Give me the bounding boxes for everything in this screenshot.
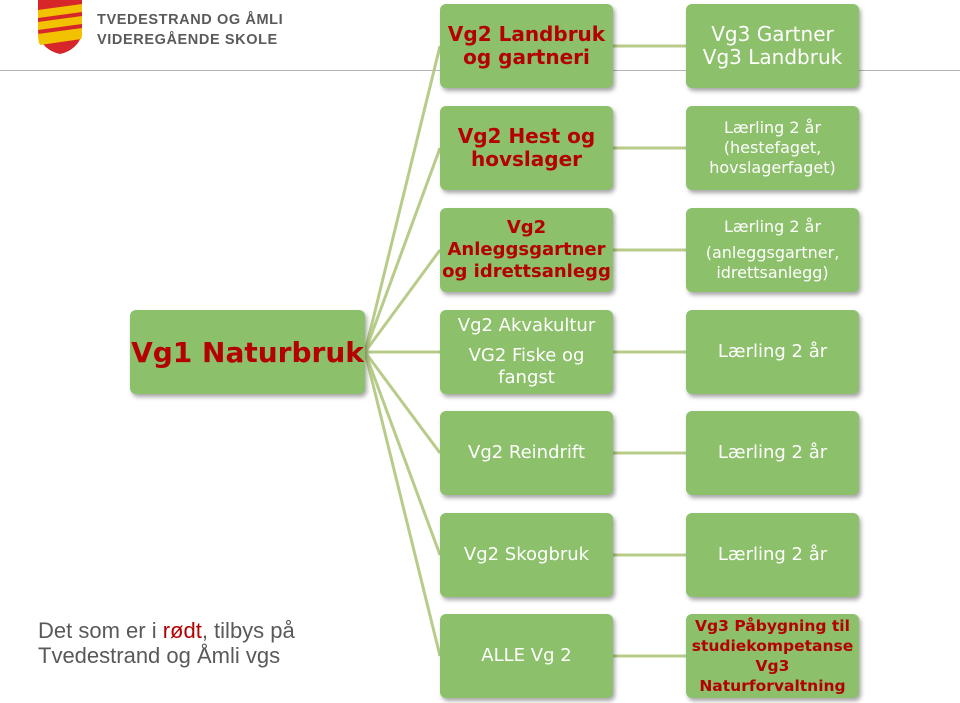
- vg2-landbruk-line2: og gartneri: [463, 45, 590, 69]
- vg3-hest-line2: (hestefaget,: [723, 138, 822, 157]
- vg2-hest-line2: hovslager: [470, 147, 582, 171]
- school-name: TVEDESTRAND OG ÅMLI VIDEREGÅENDE SKOLE: [97, 10, 283, 50]
- vg2-anlegg-box: Vg2 Anleggsgartner og idrettsanlegg: [440, 208, 613, 292]
- vg2-landbruk-box: Vg2 Landbruk og gartneri: [440, 4, 613, 88]
- school-name-line1: TVEDESTRAND OG ÅMLI: [97, 12, 284, 28]
- vg3-anlegg-box: Lærling 2 år (anleggsgartner, idrettsanl…: [686, 208, 859, 292]
- connector-vg1-alle: [363, 351, 442, 657]
- connector-vg1-landbruk: [363, 45, 442, 353]
- county-crest-icon: [38, 0, 82, 54]
- vg3-anlegg-line1: Lærling 2 år: [723, 217, 822, 236]
- vg2-anlegg-line3: og idrettsanlegg: [442, 261, 611, 282]
- vg3-anlegg-line2: (anleggsgartner,: [705, 243, 840, 262]
- vg3-pabygg-box: Vg3 Påbygning til studiekompetanse Vg3 N…: [686, 614, 859, 698]
- vg3-pabygg-line4: Naturforvaltning: [699, 677, 846, 695]
- vg2-akva-line3: fangst: [498, 367, 555, 388]
- header: TVEDESTRAND OG ÅMLI VIDEREGÅENDE SKOLE: [0, 0, 960, 72]
- vg2-alle-box: ALLE Vg 2: [440, 614, 613, 698]
- vg3-pabygg-line3: Vg3: [755, 657, 790, 675]
- school-name-line2: VIDEREGÅENDE SKOLE: [97, 32, 278, 48]
- legend-note-red-word: rødt: [162, 618, 202, 643]
- vg2-akva-box: Vg2 Akvakultur VG2 Fiske og fangst: [440, 310, 613, 394]
- vg1-naturbruk-label: Vg1 Naturbruk: [131, 335, 364, 369]
- vg3-anlegg-line3: idrettsanlegg): [716, 263, 829, 282]
- vg3-gartner-box: Vg3 Gartner Vg3 Landbruk: [686, 4, 859, 88]
- vg2-anlegg-line1: Vg2: [506, 217, 547, 238]
- vg3-skogbruk-box: Lærling 2 år: [686, 513, 859, 597]
- vg3-akva-label: Lærling 2 år: [717, 341, 828, 362]
- vg3-hest-box: Lærling 2 år (hestefaget, hovslagerfaget…: [686, 106, 859, 190]
- legend-note: Det som er i rødt, tilbys på Tvedestrand…: [38, 618, 295, 668]
- vg2-hest-box: Vg2 Hest og hovslager: [440, 106, 613, 190]
- vg2-akva-line2: VG2 Fiske og: [468, 345, 585, 366]
- vg3-pabygg-line2: studiekompetanse: [691, 637, 854, 655]
- vg2-reindrift-label: Vg2 Reindrift: [468, 442, 585, 463]
- vg2-skogbruk-label: Vg2 Skogbruk: [463, 544, 590, 565]
- vg2-reindrift-box: Vg2 Reindrift: [440, 411, 613, 495]
- legend-note-line1: Det som er i rødt, tilbys på: [38, 618, 295, 643]
- connector-vg1-reindrift: [363, 351, 442, 454]
- legend-note-part1: Det som er i: [38, 618, 163, 643]
- vg2-landbruk-line1: Vg2 Landbruk: [447, 22, 606, 46]
- vg3-hest-line1: Lærling 2 år: [723, 118, 822, 137]
- vg3-pabygg-line1: Vg3 Påbygning til: [695, 617, 850, 635]
- vg3-gartner-line2: Vg3 Landbruk: [702, 45, 843, 69]
- legend-note-part2: , tilbys på: [201, 618, 295, 643]
- connector-vg1-hest: [363, 147, 442, 353]
- vg2-skogbruk-box: Vg2 Skogbruk: [440, 513, 613, 597]
- vg2-anlegg-line2: Anleggsgartner: [447, 239, 606, 260]
- connector-vg1-skogbruk: [363, 351, 442, 556]
- vg2-hest-line1: Vg2 Hest og: [457, 124, 596, 148]
- vg3-reindrift-label: Lærling 2 år: [717, 442, 828, 463]
- vg2-alle-label: ALLE Vg 2: [481, 645, 572, 666]
- vg3-reindrift-box: Lærling 2 år: [686, 411, 859, 495]
- vg3-akva-box: Lærling 2 år: [686, 310, 859, 394]
- vg2-akva-line1: Vg2 Akvakultur: [457, 315, 596, 336]
- vg3-hest-line3: hovslagerfaget): [709, 158, 836, 177]
- legend-note-line2: Tvedestrand og Åmli vgs: [38, 643, 281, 668]
- vg3-gartner-line1: Vg3 Gartner: [711, 22, 834, 46]
- vg3-skogbruk-label: Lærling 2 år: [717, 544, 828, 565]
- connector-vg1-anlegg: [363, 249, 442, 353]
- vg1-naturbruk-box: Vg1 Naturbruk: [130, 310, 365, 394]
